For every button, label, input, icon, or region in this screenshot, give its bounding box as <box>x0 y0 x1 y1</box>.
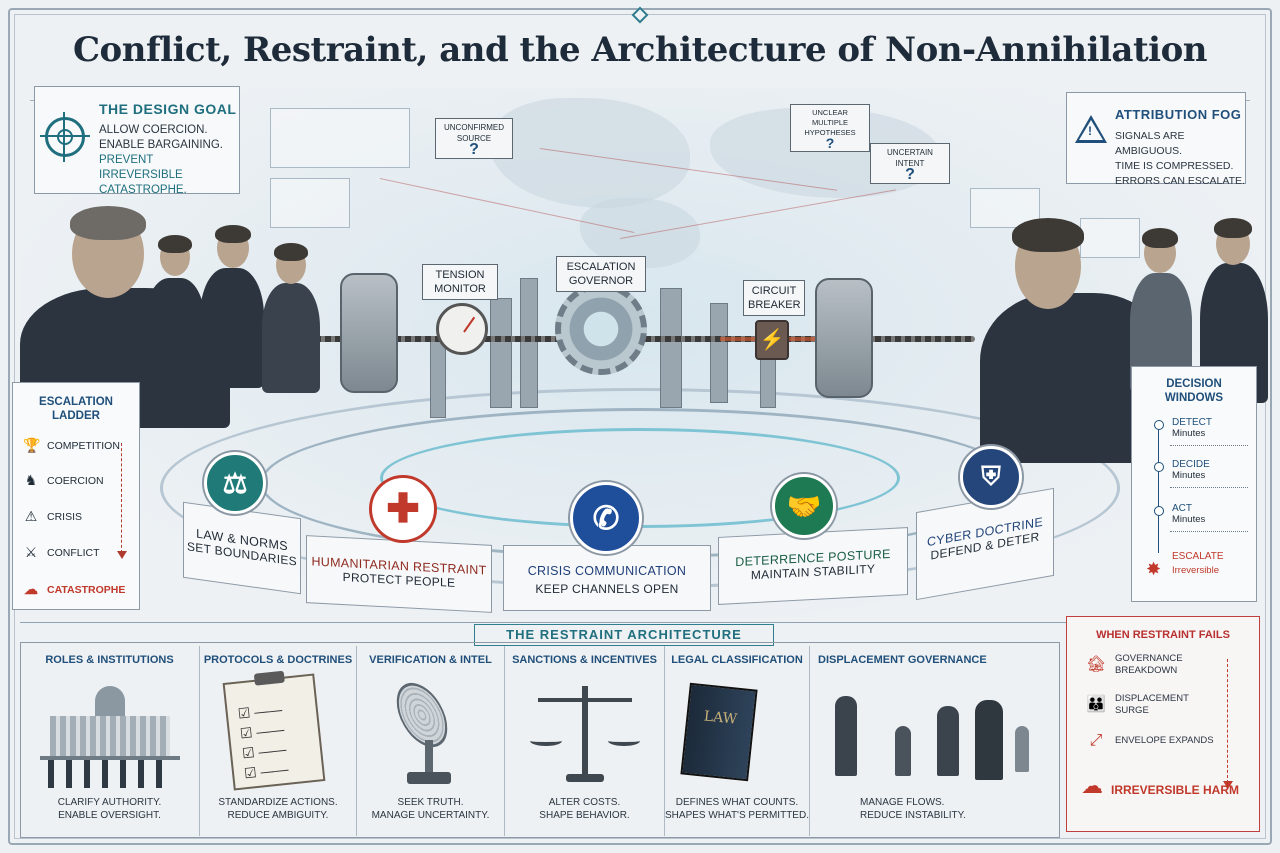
escalation-arrow <box>121 443 122 553</box>
city-tower <box>660 288 682 408</box>
people-walking-icon <box>825 686 1045 786</box>
tension-gauge-icon <box>436 303 488 355</box>
law-book-icon: LAW <box>680 682 758 782</box>
restraint-fails-card: WHEN RESTRAINT FAILS 🏚GOVERNANCE BREAKDO… <box>1066 616 1260 832</box>
decision-windows-heading: DECISION WINDOWS <box>1164 378 1224 404</box>
ladder-step-conflict: ⚔CONFLICT <box>24 544 100 560</box>
uncertain-intent-note: UNCERTAIN INTENT ? <box>870 143 950 184</box>
explosion-icon: ✸ <box>1146 559 1162 579</box>
tension-monitor-label: TENSION MONITOR <box>422 264 498 300</box>
pillar-deterrence: DETERRENCE POSTURE MAINTAIN STABILITY <box>718 527 908 605</box>
target-icon <box>40 112 90 162</box>
multiple-hypotheses-note: UNCLEAR MULTIPLE HYPOTHESES ? <box>790 104 870 152</box>
escalation-ladder-heading: ESCALATION LADDER <box>39 396 113 422</box>
ladder-step-crisis: ⚠CRISIS <box>24 508 83 524</box>
column-verification-intel: VERIFICATION & INTEL SEEK TRUTH. MANAGE … <box>357 646 505 836</box>
escalation-governor-label: ESCALATION GOVERNOR <box>556 256 646 292</box>
pillar-humanitarian: HUMANITARIAN RESTRAINT PROTECT PEOPLE <box>306 535 492 613</box>
design-goal-heading: THE DESIGN GOAL <box>99 101 237 117</box>
column-sanctions-incentives: SANCTIONS & INCENTIVES ALTER COSTS. SHAP… <box>505 646 665 836</box>
section-divider <box>20 622 1260 623</box>
attribution-fog-heading: ATTRIBUTION FOG <box>1115 107 1242 122</box>
right-cable-clamp <box>815 278 873 398</box>
pillar-crisis-communication: CRISIS COMMUNICATION KEEP CHANNELS OPEN <box>503 545 711 611</box>
unconfirmed-source-note: UNCONFIRMED SOURCE ? <box>435 118 513 159</box>
restraint-architecture-panel <box>20 642 1060 838</box>
shield-icon: ⛨ <box>960 446 1022 508</box>
red-cross-icon: ✚ <box>372 478 434 540</box>
circuit-breaker-icon: ⚡ <box>755 320 789 360</box>
data-panel <box>270 178 350 228</box>
attribution-fog-line: ERRORS CAN ESCALATE. <box>1115 175 1245 187</box>
ladder-step-competition: 🏆COMPETITION <box>23 437 120 453</box>
fail-governance-breakdown: 🏚GOVERNANCE BREAKDOWN <box>1085 653 1183 676</box>
satellite-dish-icon <box>386 674 477 786</box>
scales-icon <box>530 678 640 788</box>
column-legal-classification: LEGAL CLASSIFICATION LAW DEFINES WHAT CO… <box>665 646 810 836</box>
crossed-swords-icon: ⚔ <box>24 544 38 560</box>
ladder-step-catastrophe: ☁CATASTROPHE <box>24 581 126 597</box>
escalation-arrow-head <box>117 551 127 559</box>
burning-building-icon: 🏚 <box>1085 656 1107 673</box>
restraint-architecture-title: THE RESTRAINT ARCHITECTURE <box>474 624 774 646</box>
chess-knight-icon: ♞ <box>24 472 38 488</box>
design-goal-highlight: PREVENT IRREVERSIBLE <box>99 154 183 181</box>
decision-step-act: ACT Minutes <box>1154 503 1248 532</box>
column-displacement-governance: DISPLACEMENT GOVERNANCE MANAGE FLOWS. RE… <box>810 646 1060 836</box>
fail-envelope-expands: ⤢ENVELOPE EXPANDS <box>1085 732 1214 749</box>
column-roles-institutions: ROLES & INSTITUTIONS CLARIFY AUTHORITY. … <box>20 646 200 836</box>
restraint-fails-heading: WHEN RESTRAINT FAILS <box>1096 629 1230 641</box>
fail-arrow-head <box>1223 781 1233 789</box>
people-icon: 👪 <box>1086 696 1106 713</box>
attribution-fog-line: TIME IS COMPRESSED. <box>1115 160 1234 172</box>
design-goal-card: THE DESIGN GOAL ALLOW COERCION. ENABLE B… <box>34 86 240 196</box>
timeline-line <box>1158 423 1159 553</box>
design-goal-line: ALLOW COERCION. <box>99 124 208 136</box>
irreversible-harm-label: IRREVERSIBLE HARM <box>1111 783 1240 797</box>
escalation-governor-gear-icon <box>555 283 647 375</box>
decision-windows-card: DECISION WINDOWS DETECT Minutes DECIDE M… <box>1131 366 1257 602</box>
warning-icon: ⚠ <box>24 508 38 524</box>
escalation-ladder-card: ESCALATION LADDER 🏆COMPETITION ♞COERCION… <box>12 382 140 610</box>
decision-step-decide: DECIDE Minutes <box>1154 459 1248 488</box>
design-goal-line: ENABLE BARGAINING. <box>99 139 223 151</box>
phone-icon: ✆ <box>570 482 642 554</box>
data-panel <box>1080 218 1140 258</box>
checklist-clipboard-icon: ☑ ——☑ ——☑ ——☑ —— <box>222 670 326 791</box>
escalate-note: Irreversible <box>1172 565 1219 576</box>
map-continent <box>490 98 690 208</box>
ladder-step-coercion: ♞COERCION <box>24 472 104 488</box>
capitol-building-icon <box>40 686 180 788</box>
escalate-label: ESCALATE <box>1172 551 1224 562</box>
mushroom-cloud-icon: ☁ <box>1081 773 1103 798</box>
fail-arrow <box>1227 659 1228 783</box>
fail-displacement-surge: 👪DISPLACEMENT SURGE <box>1086 693 1189 716</box>
expand-arrows-icon: ⤢ <box>1089 732 1103 749</box>
left-cable-clamp <box>340 273 398 393</box>
handshake-icon: 🤝 <box>772 474 836 538</box>
attribution-fog-line: SIGNALS ARE AMBIGUOUS. <box>1115 130 1185 157</box>
city-tower <box>490 298 512 408</box>
trophy-icon: 🏆 <box>23 437 41 453</box>
column-protocols-doctrines: PROTOCOLS & DOCTRINES ☑ ——☑ ——☑ ——☑ —— S… <box>200 646 357 836</box>
city-tower <box>520 278 538 408</box>
city-tower <box>430 338 446 418</box>
design-goal-highlight: CATASTROPHE. <box>99 184 187 196</box>
attribution-fog-card: ! ATTRIBUTION FOG SIGNALS ARE AMBIGUOUS.… <box>1066 92 1246 187</box>
circuit-breaker-label: CIRCUIT BREAKER <box>743 280 805 316</box>
data-panel <box>270 108 410 168</box>
page-title: Conflict, Restraint, and the Architectur… <box>73 30 1207 70</box>
warning-triangle-icon: ! <box>1075 115 1107 143</box>
mushroom-cloud-icon: ☁ <box>24 581 38 597</box>
decision-step-detect: DETECT Minutes <box>1154 417 1248 446</box>
city-tower <box>710 303 728 403</box>
gavel-icon: ⚖ <box>204 452 266 514</box>
